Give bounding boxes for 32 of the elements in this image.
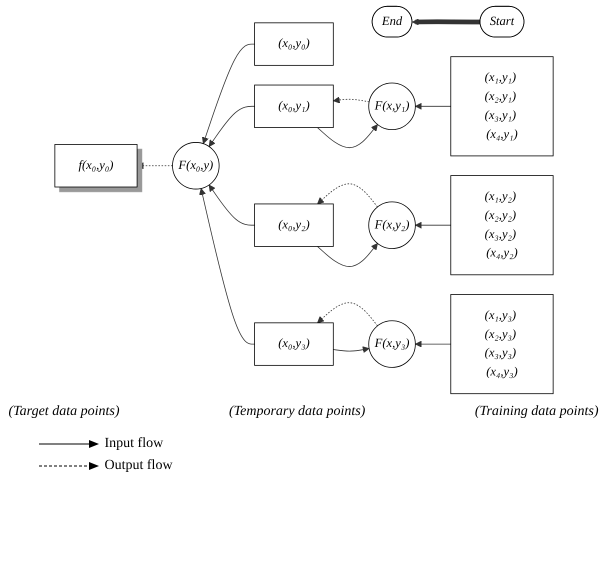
node-box: (x₀,y₂) [254,204,334,247]
arrow [136,162,172,170]
arrow [316,183,378,208]
node-circle: F(x,y₂) [368,202,416,249]
node-box: (x₀,y₁) [254,84,334,128]
node-box: (x₁,y₁) (x₂,y₁) (x₃,y₁) (x₄,y₁) [450,56,554,156]
arrow [202,44,254,144]
arrow [316,124,378,148]
node-box: (x₀,y₀) [254,22,334,66]
arrow [414,102,451,110]
legend-text: Input flow [104,436,164,452]
node-box: (x₁,y₂) (x₂,y₂) (x₃,y₂) (x₄,y₂) [450,175,554,276]
legend-text: Output flow [104,458,173,474]
arrow [412,18,480,26]
arrow [208,184,254,226]
arrow [316,243,378,267]
arrow [208,106,254,147]
arrow [332,96,370,104]
arrow [414,340,451,348]
node-circle: F(x₀,y) [172,142,220,190]
node-circle: F(x,y₁) [368,82,416,130]
arrow [414,222,451,229]
annotation-text: (Temporary data points) [228,404,366,420]
annotation-text: (Target data points) [8,404,120,420]
node-circle: F(x,y₃) [368,320,416,368]
annotation-text: (Training data points) [474,404,598,420]
node-box: f(x₀,y₀) [54,144,137,188]
node-box: (x₀,y₃) [254,322,334,366]
arrow [198,188,254,344]
arrow [332,346,369,354]
node-box: (x₁,y₃) (x₂,y₃) (x₃,y₃) (x₄,y₃) [450,294,554,394]
arrow [316,302,378,326]
